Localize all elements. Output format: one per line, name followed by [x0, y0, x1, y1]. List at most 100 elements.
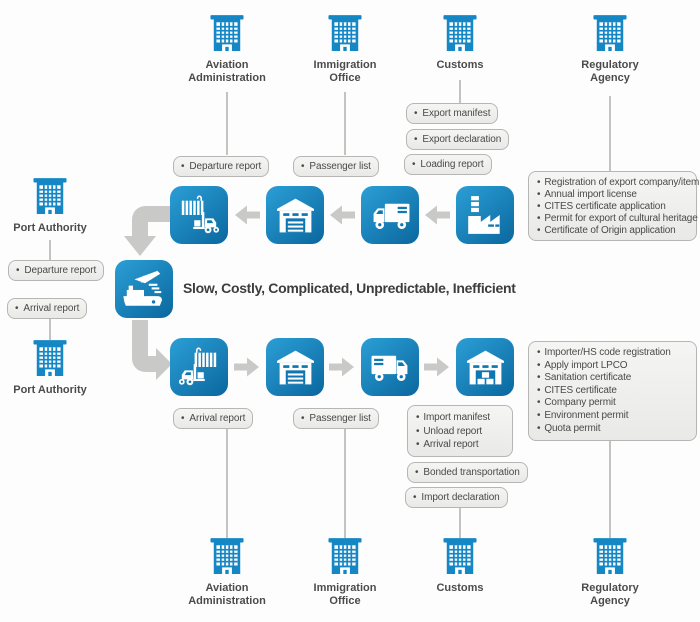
- label-bonded-transportation: • Bonded transportation: [407, 462, 528, 483]
- bullet: •: [537, 359, 541, 371]
- bullet: •: [181, 161, 185, 172]
- bullet: •: [537, 177, 541, 188]
- list-item: •CITES certificate: [537, 385, 688, 398]
- building-icon: [443, 538, 477, 576]
- list-item: •Apply import LPCO: [537, 360, 688, 373]
- bullet: •: [416, 412, 420, 423]
- building-aviation-administration-bottom: Aviation Administration: [182, 538, 272, 607]
- bullet: •: [416, 439, 420, 450]
- building-customs-bottom: Customs: [415, 538, 505, 595]
- list-item-text: Apply import LPCO: [544, 359, 628, 371]
- label-text: Export manifest: [422, 108, 491, 119]
- truck-box: [361, 186, 419, 244]
- connector-line: [459, 507, 461, 538]
- list-item-text: Arrival report: [423, 439, 479, 450]
- building-label: Aviation Administration: [188, 59, 266, 84]
- list-item-text: Importer/HS code registration: [544, 347, 671, 358]
- bullet: •: [537, 224, 541, 236]
- arrow-right-icon: [424, 356, 450, 378]
- label-export-declaration: • Export declaration: [406, 129, 510, 150]
- building-label: Regulatory Agency: [581, 582, 639, 607]
- import-reports-box: •Import manifest •Unload report •Arrival…: [407, 405, 513, 457]
- warehouse-icon: [275, 195, 316, 236]
- building-label: Aviation Administration: [188, 582, 266, 607]
- list-item-text: Unload report: [423, 425, 483, 437]
- building-regulatory-agency-bottom: Regulatory Agency: [565, 538, 655, 607]
- arrow-left-icon: [424, 204, 450, 226]
- bullet: •: [415, 467, 419, 478]
- building-icon: [210, 538, 244, 576]
- elbow-arrow-right-icon: [132, 320, 172, 380]
- ship-plane-icon: [122, 267, 166, 311]
- bullet: •: [537, 409, 541, 421]
- label-import-declaration: • Import declaration: [405, 487, 508, 508]
- list-item: •Import manifest: [416, 411, 504, 425]
- arrow-right-icon: [329, 356, 355, 378]
- label-text: Export declaration: [422, 134, 502, 145]
- list-item: •Arrival report: [416, 438, 504, 452]
- list-item-text: CITES certificate application: [544, 200, 666, 212]
- arrow-right-icon: [234, 356, 260, 378]
- building-label: Immigration Office: [313, 59, 377, 84]
- bullet: •: [414, 108, 418, 119]
- bullet: •: [537, 200, 541, 212]
- forklift-container-icon: [178, 346, 220, 388]
- building-label: Immigration Office: [313, 582, 377, 607]
- bullet: •: [412, 159, 416, 170]
- bullet: •: [537, 212, 541, 224]
- elbow-arrow-down-icon: [124, 206, 178, 256]
- truck-box: [361, 338, 419, 396]
- building-label: Port Authority: [13, 384, 87, 396]
- building-icon: [593, 15, 627, 53]
- list-item-text: Import manifest: [423, 412, 491, 423]
- connector-line: [49, 319, 51, 340]
- truck-icon: [370, 347, 411, 388]
- building-port-authority-top: Port Authority: [5, 178, 95, 235]
- list-item-text: Registration of export company/item: [544, 177, 700, 188]
- building-customs-top: Customs: [415, 15, 505, 72]
- label-text: Import declaration: [421, 492, 500, 503]
- label-text: Arrival report: [189, 413, 246, 424]
- building-aviation-administration-top: Aviation Administration: [182, 15, 272, 84]
- label-text: Loading report: [420, 159, 484, 170]
- building-icon: [328, 15, 362, 53]
- forklift-container-icon: [178, 194, 220, 236]
- bullet: •: [416, 425, 420, 437]
- list-item: •Environment permit: [537, 410, 688, 423]
- bullet: •: [537, 422, 541, 434]
- truck-icon: [370, 195, 411, 236]
- factory-icon: [464, 194, 506, 236]
- label-departure-report: • Departure report: [173, 156, 270, 177]
- label-arrival-report: • Arrival report: [173, 408, 254, 429]
- label-passenger-list-bottom: • Passenger list: [293, 408, 379, 429]
- headline-text: Slow, Costly, Complicated, Unpredictable…: [183, 280, 516, 296]
- building-icon: [33, 340, 67, 378]
- export-requirements-box: •Registration of export company/item •An…: [528, 171, 700, 241]
- container-handling-box: [170, 186, 228, 244]
- import-requirements-box: •Importer/HS code registration •Apply im…: [528, 341, 697, 441]
- building-immigration-office-bottom: Immigration Office: [300, 538, 390, 607]
- container-handling-box: [170, 338, 228, 396]
- list-item: •Permit for export of cultural heritage: [537, 212, 698, 225]
- label-text: Passenger list: [309, 413, 371, 424]
- bullet: •: [537, 347, 541, 358]
- building-icon: [593, 538, 627, 576]
- connector-line: [609, 96, 611, 171]
- list-item-text: Company permit: [544, 397, 616, 409]
- list-item: •Annual import license: [537, 189, 688, 201]
- list-item-text: Annual import license: [544, 188, 637, 200]
- label-text: Departure report: [189, 161, 262, 172]
- bullet: •: [301, 161, 305, 172]
- building-icon: [210, 15, 244, 53]
- building-regulatory-agency-top: Regulatory Agency: [565, 15, 655, 84]
- label-departure-report-left: • Departure report: [8, 260, 105, 281]
- transport-hub-box: [115, 260, 173, 318]
- list-item-text: Quota permit: [544, 422, 601, 434]
- label-loading-report: • Loading report: [404, 154, 492, 175]
- building-label: Port Authority: [13, 222, 87, 234]
- label-passenger-list: • Passenger list: [293, 156, 379, 177]
- list-item: •Company permit: [537, 397, 688, 410]
- list-item-text: CITES certificate: [544, 384, 617, 396]
- connector-line: [226, 92, 228, 155]
